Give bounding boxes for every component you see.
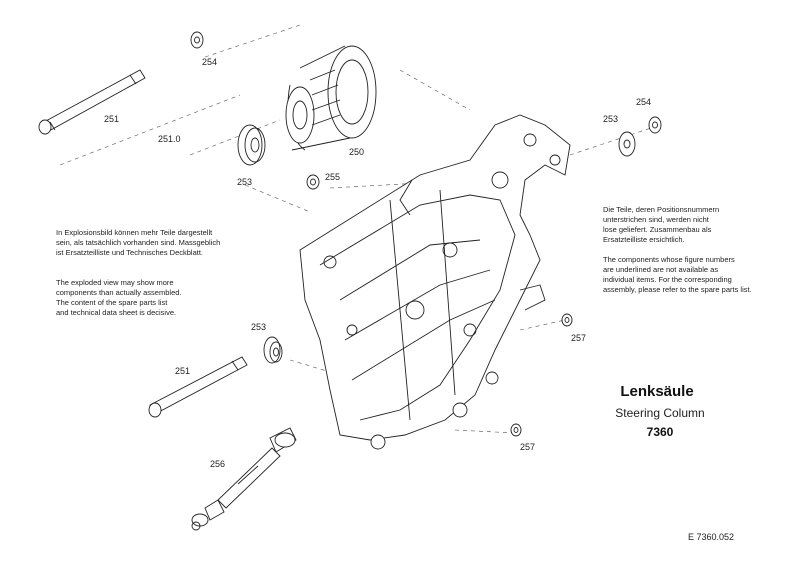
note-english-right: The components whose figure numbers are …: [603, 255, 752, 294]
washer-253-right: [618, 131, 636, 157]
label-253-low: 253: [251, 322, 266, 332]
title-block: Lenksäule Steering Column 7360: [560, 383, 760, 439]
washer-254-right: [648, 116, 662, 134]
label-255: 255: [325, 172, 340, 182]
note-german-right: Die Teile, deren Positionsnummern unters…: [603, 205, 720, 244]
title-number: 7360: [646, 425, 674, 439]
bearing-housing-250: [285, 45, 377, 151]
label-253-right: 253: [603, 114, 618, 124]
washer-253-left: [237, 124, 266, 166]
label-253-left: 253: [237, 177, 252, 187]
label-251-low: 251: [175, 366, 190, 376]
washer-254-top: [190, 31, 204, 49]
steering-column-body: [299, 114, 571, 450]
universal-joint-shaft-256: [191, 427, 297, 531]
bolt-251-lower: [148, 356, 248, 418]
label-257-lower: 257: [520, 442, 535, 452]
title-german: Lenksäule: [620, 383, 694, 400]
note-english-left: The exploded view may show more componen…: [56, 278, 182, 317]
label-256: 256: [210, 459, 225, 469]
label-254-top: 254: [202, 57, 217, 67]
label-250: 250: [349, 147, 364, 157]
label-251-top: 251: [104, 114, 119, 124]
drawing-reference: E 7360.052: [688, 532, 735, 542]
washer-253-lower: [263, 336, 283, 364]
label-257-upper: 257: [571, 333, 586, 343]
note-german-left: In Explosionsbild können mehr Teile darg…: [56, 228, 221, 257]
title-english: Steering Column: [615, 406, 705, 420]
nut-255: [306, 174, 320, 190]
nut-257-lower: [510, 423, 522, 437]
part-labels: 254 251 251.0 250 253 255 254 253 253 25…: [104, 57, 651, 469]
label-251-0: 251.0: [158, 134, 181, 144]
bolt-251-upper: [38, 69, 146, 135]
label-254-right: 254: [636, 97, 651, 107]
nut-257-upper: [561, 313, 573, 327]
